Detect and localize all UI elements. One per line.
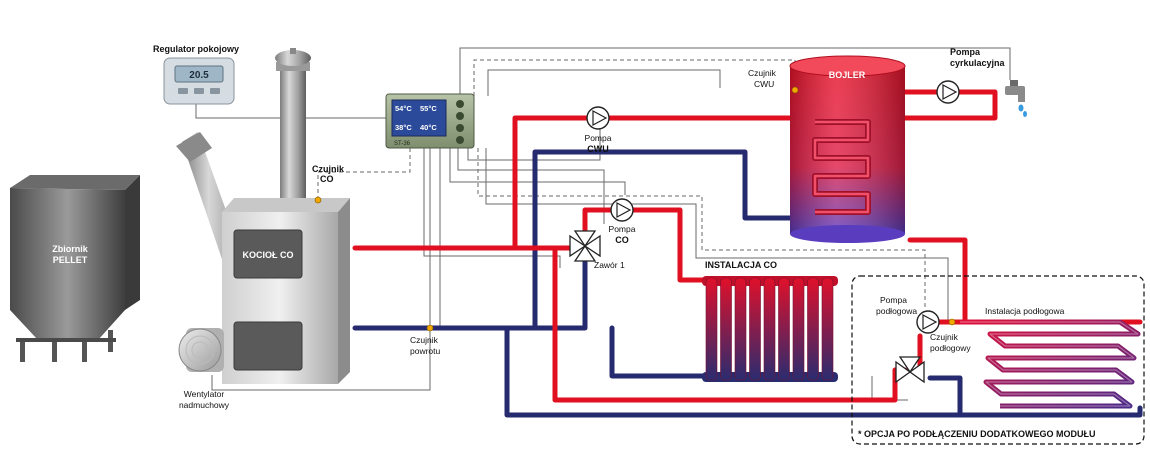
- radiator-fin: [792, 277, 805, 381]
- pump-icon: [942, 83, 958, 101]
- radiator-fin: [705, 277, 718, 381]
- sensor-floor-label-2: podłogowy: [930, 343, 971, 353]
- pump-icon: [592, 109, 608, 127]
- readout-1: 54°C: [395, 104, 412, 113]
- three-way-valve-icon: [895, 360, 912, 384]
- pump-circulation: [936, 80, 960, 104]
- pump-icon: [922, 313, 938, 331]
- pump-circ-label-1: Pompa: [950, 47, 981, 57]
- blower-fan: [178, 328, 224, 372]
- sensor-floor-label-1: Czujnik: [930, 332, 959, 342]
- pellet-tank-label-1: Zbiornik: [52, 244, 88, 254]
- tap-icon: [1005, 80, 1027, 117]
- boiler-co: KOCIOŁ CO: [222, 198, 350, 384]
- bojler-tank: BOJLER: [789, 55, 906, 243]
- sensor-icon: [426, 324, 434, 332]
- valve-1-label: Zawór 1: [594, 260, 625, 270]
- sensor-icon: [948, 318, 956, 326]
- pump-floor-label-2: podłogowa: [876, 306, 917, 316]
- valve-floor: [895, 356, 925, 384]
- pump-cwu: [586, 106, 610, 130]
- pump-floor: [916, 310, 940, 334]
- radiator-fin: [734, 277, 747, 381]
- pellet-tank: Zbiornik PELLET: [10, 175, 140, 362]
- pump-cwu-label-2: CWU: [587, 144, 609, 154]
- bojler-label: BOJLER: [829, 70, 866, 80]
- pump-cwu-label-1: Pompa: [585, 133, 612, 143]
- readout-3: 38°C: [395, 123, 412, 132]
- boiler-co-label: KOCIOŁ CO: [243, 250, 294, 260]
- floor-heating: [960, 319, 1141, 409]
- radiator-fin: [778, 277, 790, 381]
- pump-co-label-1: Pompa: [609, 224, 636, 234]
- readout-2: 55°C: [420, 104, 437, 113]
- radiator: [702, 276, 838, 382]
- sensors: [314, 86, 956, 332]
- sensor-cwu-label-1: Czujnik: [748, 68, 777, 78]
- chimney: [275, 48, 311, 200]
- room-regulator: 20.5: [163, 57, 235, 105]
- fan-label-1: Wentylator: [184, 389, 225, 399]
- radiator-fin: [807, 277, 819, 381]
- installation-co-label: INSTALACJA CO: [705, 260, 777, 270]
- radiator-fin: [763, 277, 776, 381]
- option-note: * OPCJA PO PODŁĄCZENIU DODATKOWEGO MODUŁ…: [858, 429, 1096, 439]
- fan-label-2: nadmuchowy: [179, 400, 230, 410]
- valve-1: [569, 230, 601, 262]
- controller-model: ST-36: [394, 141, 411, 147]
- sensor-icon: [314, 196, 322, 204]
- sensor-icon: [791, 86, 799, 94]
- controller-st36: 54°C 55°C 38°C 40°C ST-36: [385, 93, 475, 149]
- pump-floor-label-1: Pompa: [880, 295, 907, 305]
- three-way-valve-icon: [569, 234, 587, 258]
- regulator-label: Regulator pokojowy: [153, 44, 239, 54]
- pump-icon: [616, 201, 632, 219]
- sensor-return-label-2: powrotu: [410, 346, 441, 356]
- pump-co-label-2: CO: [615, 235, 629, 245]
- pellet-tank-label-2: PELLET: [53, 255, 88, 265]
- sensor-co-label-2: CO: [320, 174, 334, 184]
- radiator-fin: [720, 277, 732, 381]
- radiator-fin: [821, 277, 834, 381]
- pump-circ-label-2: cyrkulacyjna: [950, 58, 1006, 68]
- labels: Regulator pokojowy Czujnik CO Wentylator…: [153, 44, 1096, 439]
- regulator-display: 20.5: [189, 70, 209, 81]
- option-frame: [851, 275, 1145, 445]
- sensor-co-label-1: Czujnik: [312, 164, 345, 174]
- readout-4: 40°C: [420, 123, 437, 132]
- sensor-return-label-1: Czujnik: [410, 335, 439, 345]
- sensor-cwu-label-2: CWU: [754, 79, 774, 89]
- radiator-fin: [749, 277, 761, 381]
- pump-co: [610, 198, 634, 222]
- floor-installation-label: Instalacja podłogowa: [985, 306, 1065, 316]
